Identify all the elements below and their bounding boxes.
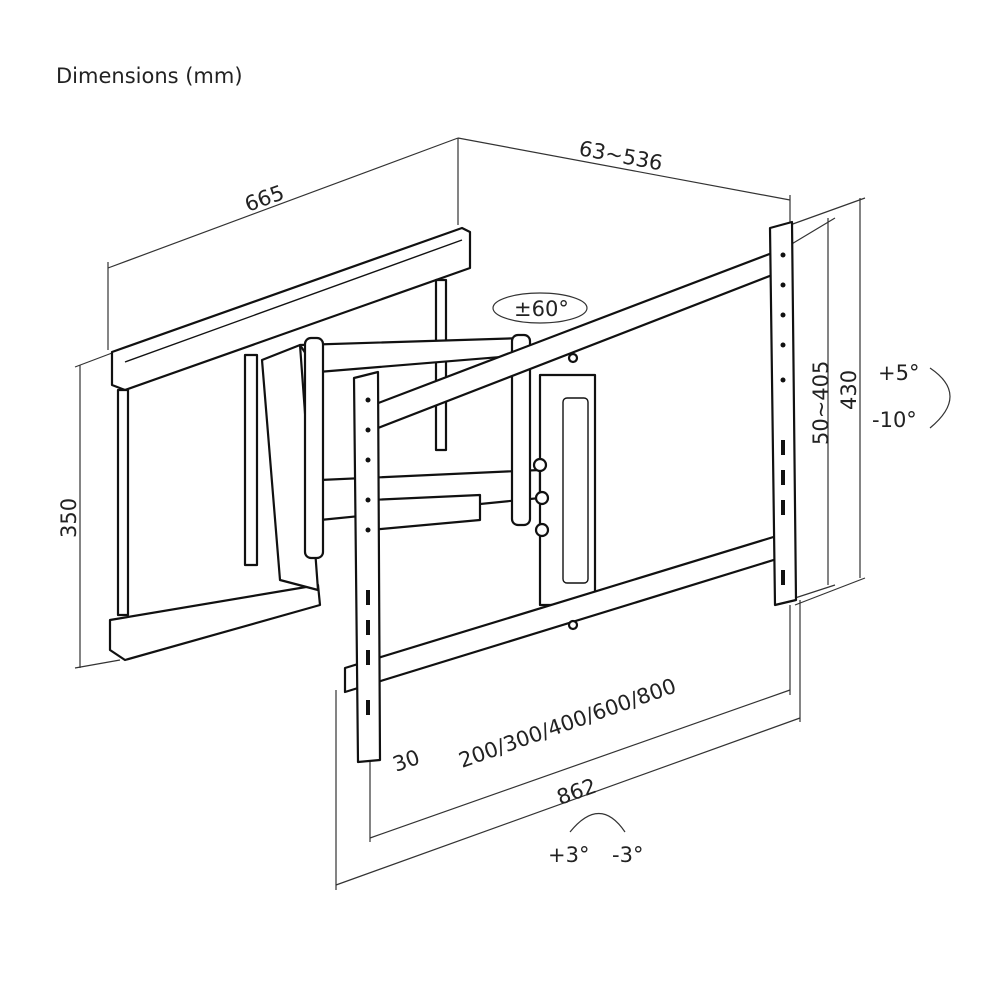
bracket-height-label: 430 xyxy=(837,370,861,410)
level-plus-label: +3° xyxy=(548,843,589,867)
swivel-label: ±60° xyxy=(514,297,569,321)
extension-label: 63~536 xyxy=(577,136,664,175)
vesa-vertical-label: 50~405 xyxy=(809,361,833,445)
diagram-title: Dimensions (mm) xyxy=(56,64,243,88)
plate-width-label: 665 xyxy=(242,180,288,216)
level-minus-label: -3° xyxy=(612,843,643,867)
dimension-lines xyxy=(74,137,866,890)
vesa-holes xyxy=(365,252,786,715)
tilt-down-label: -10° xyxy=(872,408,917,432)
bracket-width-label: 862 xyxy=(554,774,600,810)
level-arrow-icon xyxy=(569,813,626,833)
vesa-horizontal-label: 200/300/400/600/800 xyxy=(456,674,680,773)
tilt-up-label: +5° xyxy=(878,361,919,385)
plate-height-label: 350 xyxy=(57,498,81,538)
tv-bracket xyxy=(343,220,798,764)
offset-label: 30 xyxy=(390,745,423,777)
swivel-indicator xyxy=(492,292,588,324)
tilt-arrow-icon xyxy=(929,367,951,429)
swing-arm xyxy=(260,333,597,607)
wall-plate xyxy=(108,226,472,662)
